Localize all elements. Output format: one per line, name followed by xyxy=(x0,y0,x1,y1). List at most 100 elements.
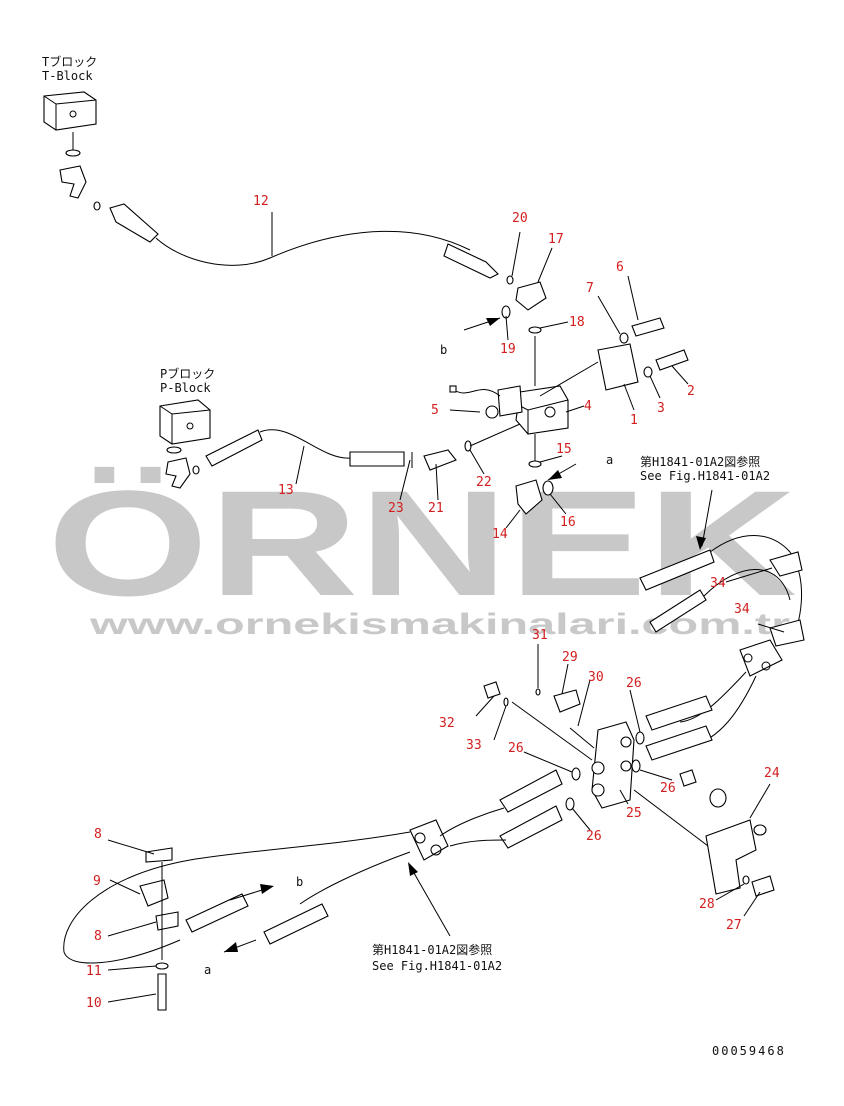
leader-lines xyxy=(107,212,785,1003)
bolt-6 xyxy=(631,317,665,337)
hose-end-lower-b xyxy=(263,903,329,945)
label-14: 14 xyxy=(492,527,508,542)
label-27: 27 xyxy=(726,918,742,933)
hose-12 xyxy=(155,230,471,266)
hose-group-34 xyxy=(639,535,805,747)
label-9: 9 xyxy=(93,874,101,889)
hose-end-fitting-12b xyxy=(443,243,499,279)
valve-assembly xyxy=(449,275,689,515)
fitting-29 xyxy=(553,689,581,713)
arrow-letter-a-bottom: a xyxy=(204,963,211,977)
label-26a: 26 xyxy=(626,676,642,691)
clip-8b xyxy=(155,911,179,931)
t-block-label-en: T-Block xyxy=(42,69,93,83)
label-8b: 8 xyxy=(94,929,102,944)
label-32: 32 xyxy=(439,716,455,731)
p-block-label-jp: Pブロック xyxy=(160,366,215,381)
manifold-assembly xyxy=(483,681,713,849)
plug-32 xyxy=(483,681,501,699)
watermark-brand: ÖRNEK xyxy=(47,459,797,627)
label-18: 18 xyxy=(569,315,585,330)
label-17: 17 xyxy=(548,232,564,247)
arrow-letters: b a b a xyxy=(204,343,613,977)
arrows xyxy=(223,317,713,953)
arrow-letter-a-top: a xyxy=(606,453,613,467)
label-23: 23 xyxy=(388,501,404,516)
washer-11 xyxy=(155,962,169,970)
bracket-assembly xyxy=(633,769,775,897)
label-15: 15 xyxy=(556,442,572,457)
hose-end-34a xyxy=(639,549,715,591)
label-24: 24 xyxy=(764,766,780,781)
ref-top-jp: 第H1841-01A2図参照 xyxy=(640,454,760,469)
hose-end-lower-a xyxy=(185,893,249,933)
label-30: 30 xyxy=(588,670,604,685)
valve-block-4 xyxy=(515,385,569,435)
cover-plate-1 xyxy=(597,343,639,391)
hose-end-fitting-13a xyxy=(205,429,263,467)
label-1: 1 xyxy=(630,413,638,428)
label-25: 25 xyxy=(626,806,642,821)
label-4: 4 xyxy=(584,399,592,414)
arrow-letter-b-bottom: b xyxy=(296,875,303,889)
hose-end-upper-a xyxy=(645,695,713,731)
label-10: 10 xyxy=(86,996,102,1011)
label-22: 22 xyxy=(476,475,492,490)
label-13: 13 xyxy=(278,483,294,498)
lower-hose-assembly xyxy=(63,807,507,1011)
hose-end-34b xyxy=(649,589,707,633)
adapter-21 xyxy=(423,449,457,471)
label-29: 29 xyxy=(562,650,578,665)
t-block-label-jp: Tブロック xyxy=(42,54,97,69)
label-2: 2 xyxy=(687,384,695,399)
label-20: 20 xyxy=(512,211,528,226)
label-7: 7 xyxy=(586,281,594,296)
label-26c: 26 xyxy=(660,781,676,796)
elbow-fitting xyxy=(59,165,87,199)
clamp-lower xyxy=(409,819,449,861)
ref-top-en: See Fig.H1841-01A2 xyxy=(640,469,770,483)
label-34a: 34 xyxy=(710,576,726,591)
label-28: 28 xyxy=(699,897,715,912)
label-5: 5 xyxy=(431,403,439,418)
label-31: 31 xyxy=(532,628,548,643)
t-block-part xyxy=(43,91,97,131)
label-6: 6 xyxy=(616,260,624,275)
label-21: 21 xyxy=(428,501,444,516)
p-block-label-en: P-Block xyxy=(160,381,211,395)
bracket-24 xyxy=(705,819,757,895)
solenoid-5 xyxy=(497,385,523,417)
part-labels: 12 20 17 6 7 18 19 2 3 4 5 1 15 13 22 23… xyxy=(86,194,780,1011)
ref-bottom-en: See Fig.H1841-01A2 xyxy=(372,959,502,973)
bolt-2 xyxy=(655,349,689,371)
arrow-letter-b-top: b xyxy=(440,343,447,357)
hose-end-fitting-13b xyxy=(349,451,405,467)
label-11: 11 xyxy=(86,964,102,979)
clamp-34 xyxy=(739,639,783,677)
label-16: 16 xyxy=(560,515,576,530)
hose-end-mid-a xyxy=(499,769,563,813)
label-26b: 26 xyxy=(508,741,524,756)
figure-references: 第H1841-01A2図参照 See Fig.H1841-01A2 第H1841… xyxy=(372,454,770,973)
o-ring-icon xyxy=(65,149,81,157)
label-12: 12 xyxy=(253,194,269,209)
label-26d: 26 xyxy=(586,829,602,844)
bolt-27 xyxy=(751,875,775,897)
label-33: 33 xyxy=(466,738,482,753)
p-block-assembly: Pブロック P-Block xyxy=(159,366,472,489)
label-3: 3 xyxy=(657,401,665,416)
bolt-10 xyxy=(157,973,167,1011)
clamp-9 xyxy=(139,879,169,907)
label-19: 19 xyxy=(500,342,516,357)
clip-8a xyxy=(145,847,173,863)
elbow-17 xyxy=(515,281,547,311)
ref-bottom-jp: 第H1841-01A2図参照 xyxy=(372,942,492,957)
p-block-part xyxy=(159,399,211,445)
check-valve-14 xyxy=(515,479,543,515)
elbow-fitting-p xyxy=(165,457,191,489)
hose-end-fitting-12a xyxy=(109,203,159,243)
drawing-code: 00059468 xyxy=(712,1044,786,1058)
hose-end-upper-b xyxy=(645,725,713,761)
label-34b: 34 xyxy=(734,602,750,617)
